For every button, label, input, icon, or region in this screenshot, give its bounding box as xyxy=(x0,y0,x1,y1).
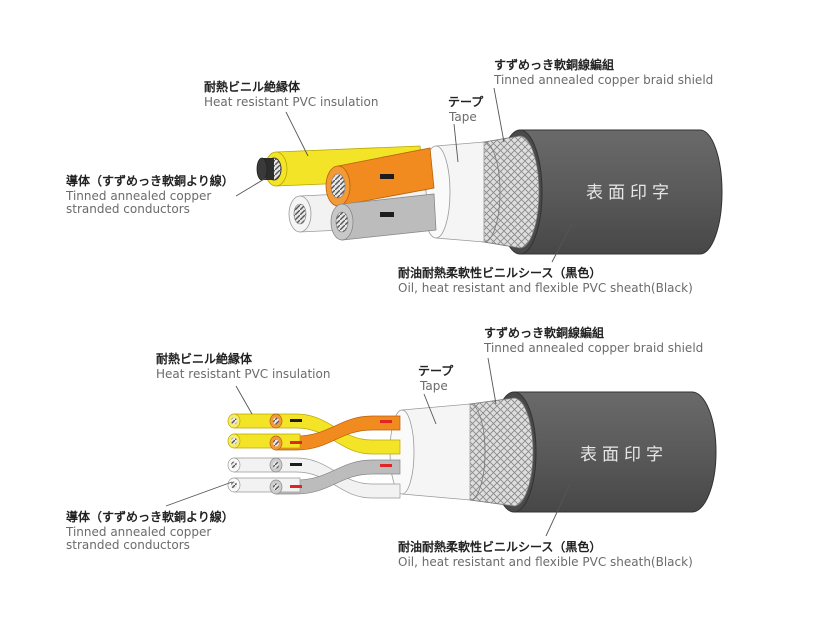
cable-1-conductor-label-jp: 導体（すずめっき軟銅より線） xyxy=(66,174,234,188)
cable-1-tape-label-en: Tape xyxy=(449,110,477,124)
cable-1: 表面印字 xyxy=(235,87,723,263)
cable-1-sheath-label-en: Oil, heat resistant and flexible PVC she… xyxy=(398,281,693,295)
cable-1-surface-print: 表面印字 xyxy=(586,183,674,203)
cable-2-core-mark xyxy=(290,419,302,422)
cable-1-tape xyxy=(421,141,485,243)
cable-1-core-mark xyxy=(380,174,394,179)
cable-1-braid-label-jp: すずめっき軟銅線編組 xyxy=(494,58,615,72)
cable-1-insulation-label-jp: 耐熱ビニル絶縁体 xyxy=(204,80,301,94)
cable-2-tape xyxy=(389,403,471,501)
cable-1-conductor-label-en-1: Tinned annealed copper xyxy=(66,189,212,203)
cable-1-tape-label-jp: テープ xyxy=(448,95,484,109)
cable-2: 表面印字 xyxy=(165,357,717,537)
cable-2-core-mark xyxy=(380,464,392,467)
cable-2-insulation-label-en: Heat resistant PVC insulation xyxy=(156,367,331,381)
cable-2-pair-white-gray xyxy=(227,457,401,499)
cable-2-sheath-label-en: Oil, heat resistant and flexible PVC she… xyxy=(398,555,693,569)
cable-1-core-mark xyxy=(380,212,394,217)
cable-1-braid-label-en: Tinned annealed copper braid shield xyxy=(494,73,714,87)
cable-1-conductor-label-en-2: stranded conductors xyxy=(66,202,190,216)
cable-1-sheath-label-jp: 耐油耐熱柔軟性ビニルシース（黒色） xyxy=(398,266,602,280)
cable-2-leader-lines xyxy=(165,357,571,537)
cable-1-leader-lines xyxy=(235,87,573,263)
cable-2-core-mark xyxy=(290,463,302,466)
cable-2-braid-label-en: Tinned annealed copper braid shield xyxy=(484,341,704,355)
cable-1-conductor xyxy=(256,157,282,181)
cable-2-conductor-label-jp: 導体（すずめっき軟銅より線） xyxy=(66,510,234,524)
cable-2-core-mark xyxy=(290,441,302,444)
cable-1-insulation-label-en: Heat resistant PVC insulation xyxy=(204,95,379,109)
cable-2-conductor-label-en-2: stranded conductors xyxy=(66,538,190,552)
cable-1-core-orange xyxy=(325,147,435,207)
cable-2-insulation-label-jp: 耐熱ビニル絶縁体 xyxy=(156,352,253,366)
cable-1-core-gray xyxy=(330,193,437,241)
cable-2-tape-label-en: Tape xyxy=(420,379,448,393)
cable-2-core-mark xyxy=(380,420,392,423)
cable-2-tape-label-jp: テープ xyxy=(418,364,454,378)
cable-2-braid-label-jp: すずめっき軟銅線編組 xyxy=(484,326,605,340)
cable-2-core-mark xyxy=(290,485,302,488)
cable-2-surface-print: 表面印字 xyxy=(580,445,668,465)
cable-2-conductor-label-en-1: Tinned annealed copper xyxy=(66,525,212,539)
cable-2-pair-yellow-orange xyxy=(227,413,401,455)
cable-2-sheath-label-jp: 耐油耐熱柔軟性ビニルシース（黒色） xyxy=(398,540,602,554)
